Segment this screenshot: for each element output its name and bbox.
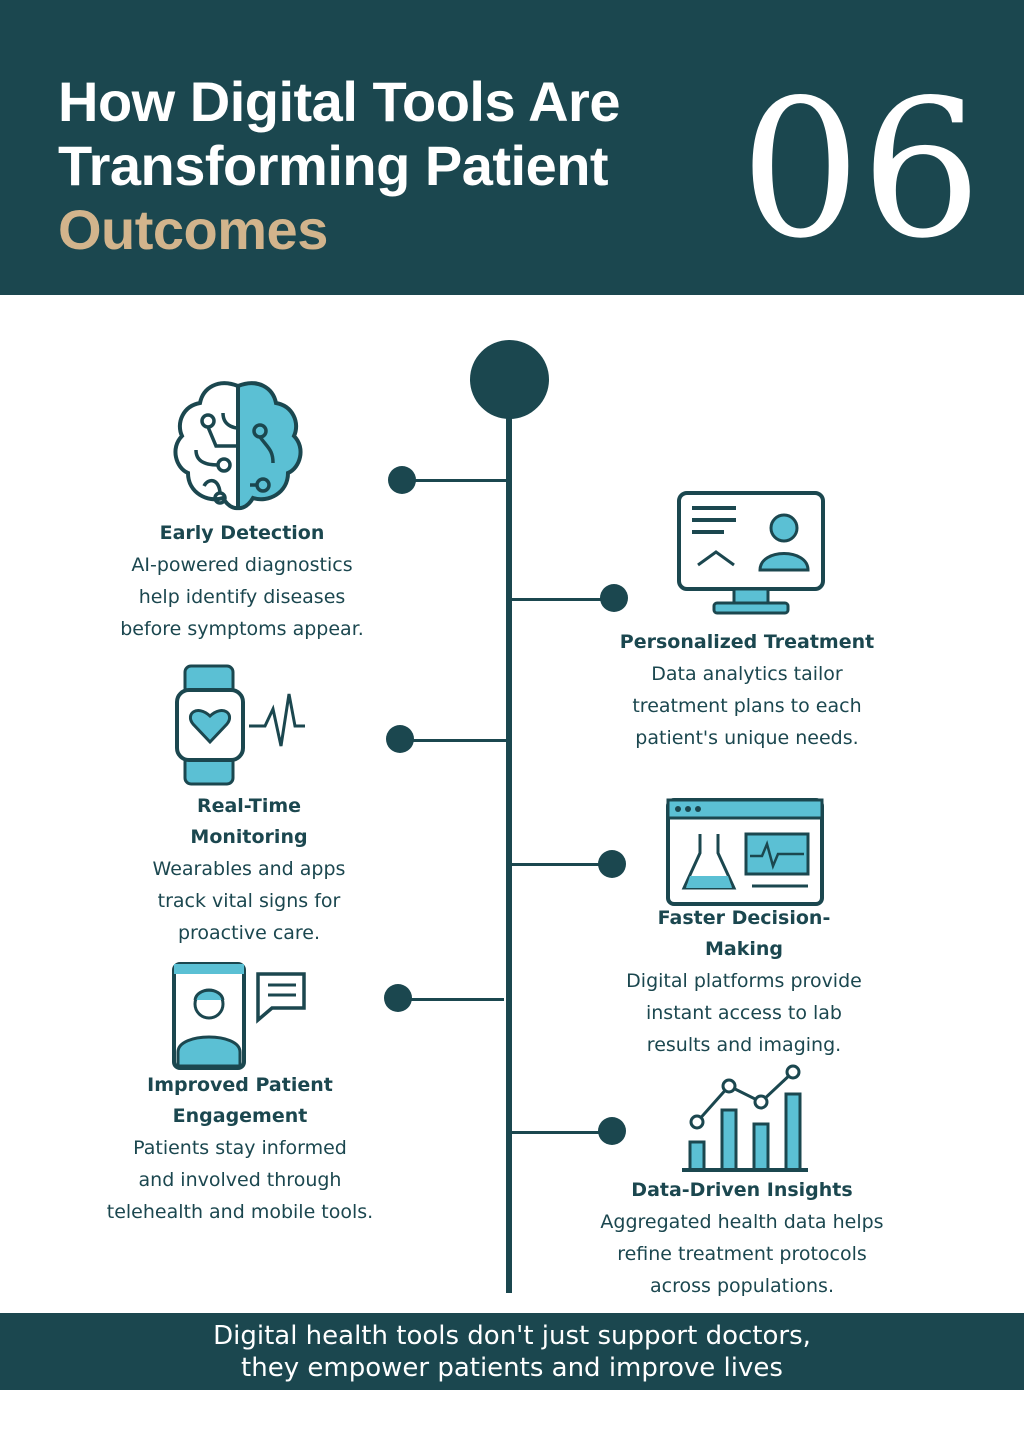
item-desc-line: patient's unique needs.	[635, 727, 859, 749]
item-title: Faster Decision-Making	[657, 907, 831, 960]
title-accent: Outcomes	[58, 198, 328, 261]
smartwatch-heartbeat-icon	[175, 664, 305, 786]
item-desc-line: instant access to lab	[645, 1002, 842, 1024]
brain-circuit-icon	[173, 381, 303, 511]
item-real-time-monitoring: Real-Time Monitoring Wearables and apps t…	[99, 791, 399, 949]
title-line-2: Transforming Patient	[58, 134, 609, 197]
timeline-spine	[506, 380, 512, 1293]
item-improved-patient-engagement: Improved Patient Engagement Patients sta…	[90, 1070, 390, 1228]
connector	[402, 479, 508, 482]
item-desc-line: Digital platforms provide	[626, 970, 862, 992]
tablet-chat-icon	[172, 962, 306, 1070]
item-title: Improved Patient Engagement	[147, 1074, 333, 1127]
bar-chart-trend-icon	[682, 1064, 808, 1172]
connector-dot	[384, 984, 412, 1012]
connector	[400, 739, 508, 742]
item-desc-line: results and imaging.	[646, 1034, 842, 1056]
item-data-driven-insights: Data-Driven Insights Aggregated health d…	[577, 1175, 907, 1302]
connector-dot	[598, 1117, 626, 1145]
connector	[398, 998, 504, 1001]
connector	[510, 1131, 612, 1134]
item-desc-line: and involved through	[138, 1169, 342, 1191]
item-desc-line: before symptoms appear.	[120, 618, 364, 640]
item-desc-line: telehealth and mobile tools.	[106, 1201, 374, 1223]
item-desc-line: AI-powered diagnostics	[131, 554, 353, 576]
title-line-1: How Digital Tools Are	[58, 70, 620, 133]
monitor-profile-icon	[677, 491, 825, 615]
connector-dot	[386, 725, 414, 753]
item-desc-line: Patients stay informed	[133, 1137, 347, 1159]
connector	[510, 863, 612, 866]
item-desc-line: Aggregated health data helps	[600, 1211, 884, 1233]
item-title: Early Detection	[159, 522, 325, 544]
header-banner: How Digital Tools Are Transforming Patie…	[0, 0, 1024, 295]
connector	[510, 598, 613, 601]
footer-banner: Digital health tools don't just support …	[0, 1313, 1024, 1390]
item-desc-line: help identify diseases	[138, 586, 346, 608]
footer-line-2: they empower patients and improve lives	[241, 1353, 783, 1383]
item-early-detection: Early Detection AI-powered diagnostics he…	[92, 518, 392, 645]
footer-line-1: Digital health tools don't just support …	[213, 1321, 811, 1351]
connector-dot	[600, 584, 628, 612]
item-desc-line: treatment plans to each	[632, 695, 862, 717]
item-desc-line: refine treatment protocols	[617, 1243, 867, 1265]
connector-dot	[388, 466, 416, 494]
page-title: How Digital Tools Are Transforming Patie…	[58, 70, 620, 262]
item-personalized-treatment: Personalized Treatment Data analytics ta…	[597, 627, 897, 754]
connector-dot	[598, 850, 626, 878]
item-faster-decision-making: Faster Decision-Making Digital platforms…	[594, 903, 894, 1061]
section-number: 06	[740, 59, 982, 280]
lab-flask-browser-icon	[666, 798, 824, 906]
item-desc-line: Wearables and apps	[152, 858, 346, 880]
item-desc-line: track vital signs for	[157, 890, 341, 912]
item-desc-line: across populations.	[650, 1275, 834, 1297]
item-title: Real-Time Monitoring	[190, 795, 308, 848]
item-title: Data-Driven Insights	[631, 1179, 853, 1201]
item-title: Personalized Treatment	[619, 631, 875, 653]
item-desc-line: proactive care.	[177, 922, 321, 944]
item-desc-line: Data analytics tailor	[651, 663, 843, 685]
